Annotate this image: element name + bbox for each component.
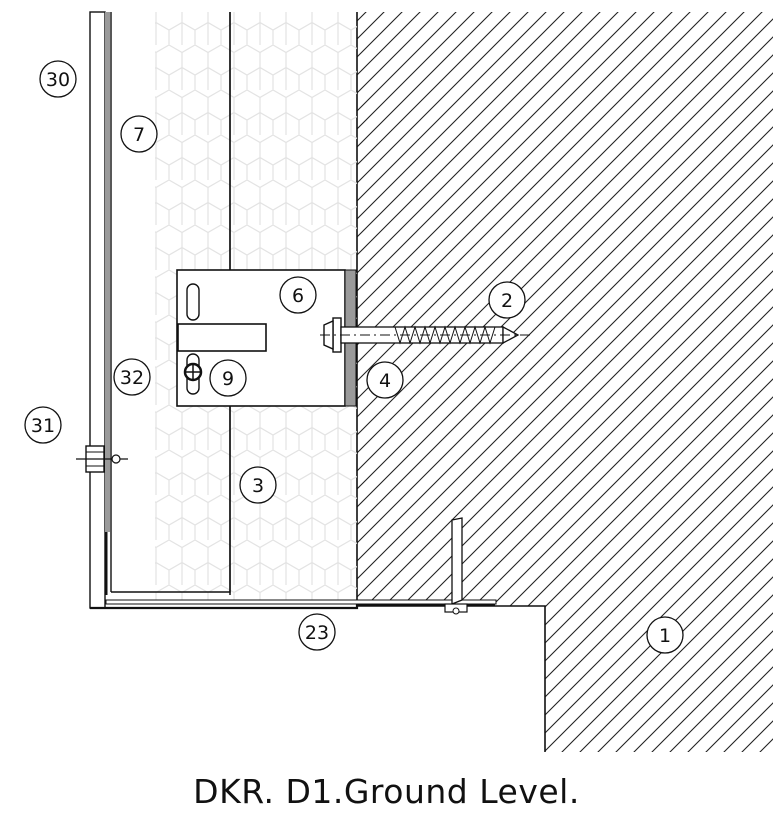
bracket-slot-upper <box>186 283 200 321</box>
panel-screw-end <box>111 454 121 464</box>
callout-32: 32 <box>113 358 151 396</box>
callout-label: 9 <box>222 368 234 390</box>
callout-label: 30 <box>46 69 70 91</box>
callout-23: 23 <box>298 613 336 651</box>
callout-2: 2 <box>488 281 526 319</box>
base-profile-plate <box>105 599 497 605</box>
callout-3: 3 <box>239 466 277 504</box>
callout-label: 31 <box>31 415 55 437</box>
callout-label: 6 <box>292 285 304 307</box>
base-profile-inner <box>111 12 231 593</box>
callout-31: 31 <box>24 406 62 444</box>
callout-1: 1 <box>646 616 684 654</box>
callout-30: 30 <box>39 60 77 98</box>
base-profile <box>90 603 495 610</box>
callout-6: 6 <box>279 276 317 314</box>
callout-9: 9 <box>209 359 247 397</box>
callout-label: 32 <box>120 367 144 389</box>
callout-label: 23 <box>305 622 329 644</box>
callout-7: 7 <box>120 115 158 153</box>
drawing-caption: DKR. D1.Ground Level. <box>193 772 580 811</box>
callout-label: 3 <box>252 475 264 497</box>
starter-rail <box>451 517 463 605</box>
callout-label: 1 <box>659 625 671 647</box>
cladding-panel <box>89 11 106 609</box>
cladding-membrane <box>105 12 110 532</box>
callout-4: 4 <box>366 361 404 399</box>
anchor-thread <box>394 325 496 345</box>
section-detail-drawing: 30 7 6 2 32 9 4 31 3 23 1 <box>24 11 773 752</box>
callout-label: 2 <box>501 290 513 312</box>
callout-label: 4 <box>379 370 391 392</box>
bracket-arm <box>177 323 267 352</box>
callout-label: 7 <box>133 124 145 146</box>
starter-rail-screw <box>452 607 460 615</box>
concrete-wall <box>357 12 773 752</box>
